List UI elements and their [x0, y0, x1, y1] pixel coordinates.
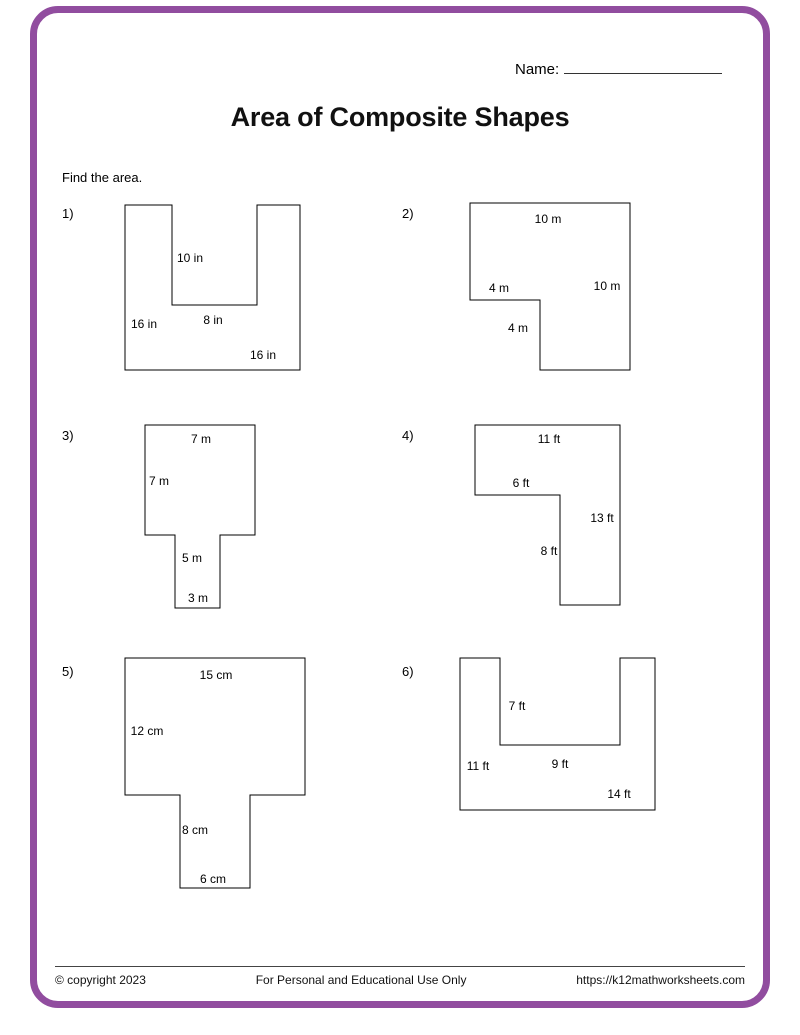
u-shape-outline: [124, 204, 301, 371]
dimension-label: 7 m: [191, 432, 211, 446]
dimension-label: 8 in: [203, 313, 222, 327]
problem-5-number: 5): [62, 664, 74, 679]
copyright-text: © copyright 2023: [55, 973, 146, 987]
dimension-label: 5 m: [182, 551, 202, 565]
t-shape-outline: [144, 424, 256, 609]
footer: © copyright 2023 For Personal and Educat…: [55, 973, 745, 987]
dimension-label: 6 ft: [513, 476, 530, 490]
problem-3-number: 3): [62, 428, 74, 443]
dimension-label: 10 in: [177, 251, 203, 265]
dimension-label: 3 m: [188, 591, 208, 605]
problem-6-number: 6): [402, 664, 414, 679]
name-label: Name:: [515, 61, 560, 78]
name-row: Name:: [515, 60, 723, 78]
problem-4-number: 4): [402, 428, 414, 443]
dimension-label: 8 cm: [182, 823, 208, 837]
dimension-label: 9 ft: [552, 757, 569, 771]
usage-text: For Personal and Educational Use Only: [255, 973, 467, 987]
l-shape-outline: [474, 424, 621, 606]
problem-6-shape: 7 ft 11 ft 9 ft 14 ft: [459, 657, 656, 811]
footer-divider: [55, 966, 745, 967]
name-fill-line[interactable]: [564, 60, 723, 74]
problem-5-shape: 15 cm 12 cm 8 cm 6 cm: [124, 657, 306, 889]
dimension-label: 4 m: [508, 321, 528, 335]
dimension-label: 14 ft: [607, 787, 631, 801]
dimension-label: 11 ft: [538, 432, 561, 446]
dimension-label: 16 in: [250, 348, 276, 362]
dimension-label: 11 ft: [467, 759, 490, 773]
dimension-label: 10 m: [594, 279, 621, 293]
dimension-label: 10 m: [535, 212, 562, 226]
problem-2-number: 2): [402, 206, 414, 221]
instruction-text: Find the area.: [62, 170, 143, 185]
problem-1-shape: 10 in 8 in 16 in 16 in: [124, 204, 301, 371]
dimension-label: 7 m: [149, 474, 169, 488]
l-shape-outline: [469, 202, 631, 371]
dimension-label: 16 in: [131, 317, 157, 331]
dimension-label: 13 ft: [590, 511, 614, 525]
problem-2-shape: 10 m 4 m 10 m 4 m: [469, 202, 631, 371]
problem-4-shape: 11 ft 6 ft 13 ft 8 ft: [474, 424, 621, 606]
dimension-label: 4 m: [489, 281, 509, 295]
dimension-label: 6 cm: [200, 872, 226, 886]
dimension-label: 12 cm: [131, 724, 164, 738]
t-shape-outline: [124, 657, 306, 889]
dimension-label: 8 ft: [541, 544, 558, 558]
dimension-label: 7 ft: [509, 699, 526, 713]
website-link[interactable]: https://k12mathworksheets.com: [576, 973, 745, 987]
problem-1-number: 1): [62, 206, 74, 221]
problem-3-shape: 7 m 7 m 5 m 3 m: [144, 424, 256, 609]
dimension-label: 15 cm: [200, 668, 233, 682]
worksheet-title: Area of Composite Shapes: [230, 102, 570, 132]
u-shape-outline: [459, 657, 656, 811]
